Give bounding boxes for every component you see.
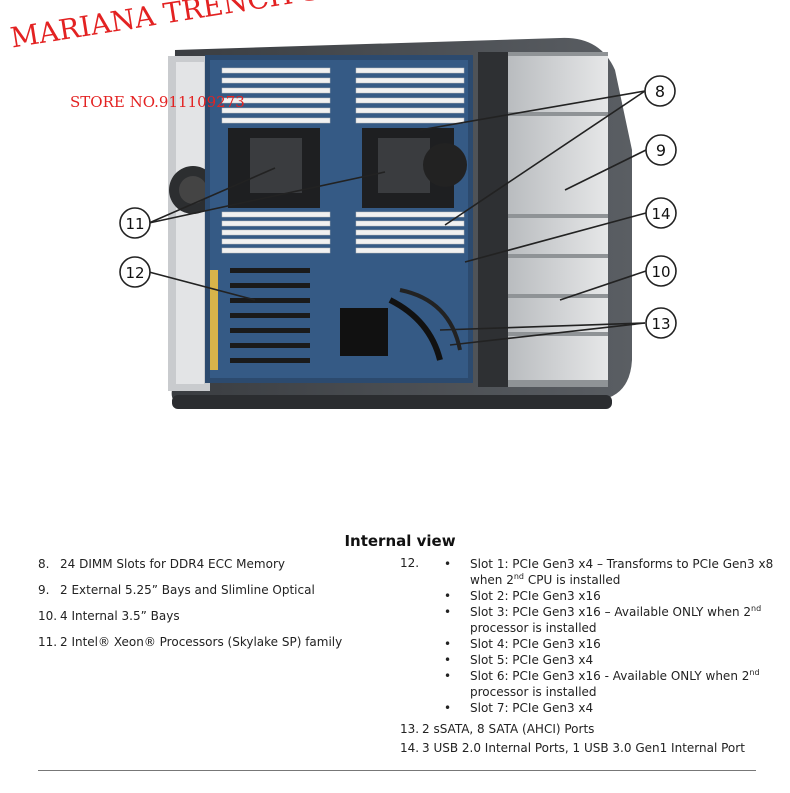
- slot-1: Slot 1: PCIe Gen3 x4 – Transforms to PCI…: [444, 556, 784, 588]
- section-title: Internal view: [344, 532, 456, 550]
- callout-11: 11: [119, 207, 151, 239]
- workstation-internal-view-illustration: 8 9 14 10 13 11 12: [119, 37, 677, 409]
- callout-10: 10: [645, 255, 677, 287]
- callout-12: 12: [119, 256, 151, 288]
- svg-text:11: 11: [125, 215, 144, 233]
- slot-5: Slot 5: PCIe Gen3 x4: [444, 652, 784, 668]
- callout-14: 14: [645, 197, 677, 229]
- svg-text:9: 9: [656, 141, 666, 160]
- slot-4: Slot 4: PCIe Gen3 x16: [444, 636, 784, 652]
- svg-text:8: 8: [655, 82, 665, 101]
- list-item-12-number: 12.: [400, 556, 420, 570]
- svg-text:10: 10: [651, 263, 670, 281]
- svg-text:14: 14: [651, 205, 670, 223]
- store-number-watermark: STORE NO.911109273: [70, 93, 245, 111]
- slot-7: Slot 7: PCIe Gen3 x4: [444, 700, 784, 716]
- drive-bays: [478, 52, 608, 387]
- callout-8: 8: [644, 75, 676, 107]
- bottom-divider: [38, 770, 756, 771]
- callout-9: 9: [645, 134, 677, 166]
- slot-2: Slot 2: PCIe Gen3 x16: [444, 588, 784, 604]
- slot-3: Slot 3: PCIe Gen3 x16 – Available ONLY w…: [444, 604, 784, 636]
- slot-6: Slot 6: PCIe Gen3 x16 - Available ONLY w…: [444, 668, 784, 700]
- callout-13: 13: [645, 307, 677, 339]
- callout-lines: [148, 90, 647, 346]
- svg-text:12: 12: [125, 264, 144, 282]
- list-item-12-slots: Slot 1: PCIe Gen3 x4 – Transforms to PCI…: [444, 556, 784, 716]
- motherboard: [205, 55, 473, 383]
- svg-text:13: 13: [651, 315, 670, 333]
